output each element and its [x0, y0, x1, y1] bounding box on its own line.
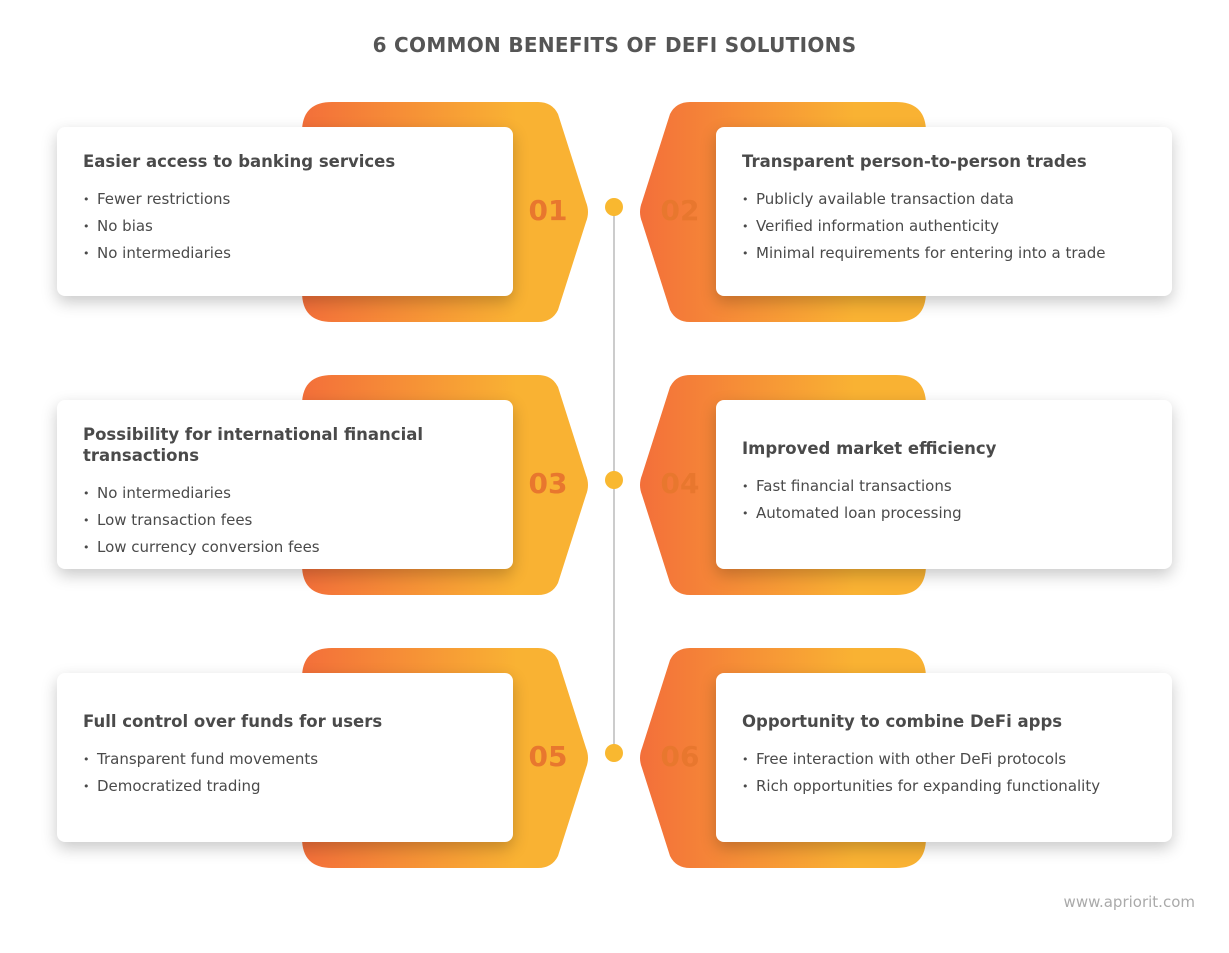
list-item: Fewer restrictions	[83, 186, 487, 213]
list-item: Verified information authenticity	[742, 213, 1146, 240]
list-item: No intermediaries	[83, 480, 487, 507]
benefit-list: No intermediariesLow transaction feesLow…	[83, 480, 487, 561]
item-number: 03	[528, 467, 568, 500]
item-number: 04	[660, 467, 700, 500]
item-number: 02	[660, 194, 700, 227]
benefit-card: Full control over funds for usersTranspa…	[57, 673, 513, 842]
item-number: 06	[660, 740, 700, 773]
benefit-title: Possibility for international financial …	[83, 425, 424, 465]
benefit-title: Improved market efficiency	[742, 439, 997, 458]
item-number: 05	[528, 740, 568, 773]
benefit-card: Transparent person-to-person tradesPubli…	[716, 127, 1172, 296]
list-item: Low transaction fees	[83, 507, 487, 534]
benefit-card: Possibility for international financial …	[57, 400, 513, 569]
benefit-title: Opportunity to combine DeFi apps	[742, 712, 1063, 731]
benefit-list: Fast financial transactionsAutomated loa…	[742, 473, 1146, 527]
item-number: 01	[528, 194, 568, 227]
benefit-title: Full control over funds for users	[83, 712, 383, 731]
list-item: No bias	[83, 213, 487, 240]
benefit-card: Opportunity to combine DeFi appsFree int…	[716, 673, 1172, 842]
list-item: Transparent fund movements	[83, 746, 487, 773]
list-item: Automated loan processing	[742, 500, 1146, 527]
list-item: Publicly available transaction data	[742, 186, 1146, 213]
list-item: Low currency conversion fees	[83, 534, 487, 561]
benefit-list: Fewer restrictionsNo biasNo intermediari…	[83, 186, 487, 267]
list-item: Democratized trading	[83, 773, 487, 800]
list-item: Free interaction with other DeFi protoco…	[742, 746, 1146, 773]
footer-url: www.apriorit.com	[1063, 893, 1195, 911]
list-item: Fast financial transactions	[742, 473, 1146, 500]
benefit-list: Publicly available transaction dataVerif…	[742, 186, 1146, 267]
timeline-dot	[605, 198, 623, 216]
list-item: No intermediaries	[83, 240, 487, 267]
timeline-dot	[605, 744, 623, 762]
list-item: Minimal requirements for entering into a…	[742, 240, 1146, 267]
benefit-card: Improved market efficiencyFast financial…	[716, 400, 1172, 569]
benefit-card: Easier access to banking servicesFewer r…	[57, 127, 513, 296]
timeline-dot	[605, 471, 623, 489]
benefit-title: Transparent person-to-person trades	[742, 152, 1087, 171]
benefit-list: Free interaction with other DeFi protoco…	[742, 746, 1146, 800]
benefit-title: Easier access to banking services	[83, 152, 396, 171]
benefit-list: Transparent fund movementsDemocratized t…	[83, 746, 487, 800]
page-title: 6 COMMON BENEFITS OF DEFI SOLUTIONS	[372, 33, 857, 57]
list-item: Rich opportunities for expanding functio…	[742, 773, 1146, 800]
